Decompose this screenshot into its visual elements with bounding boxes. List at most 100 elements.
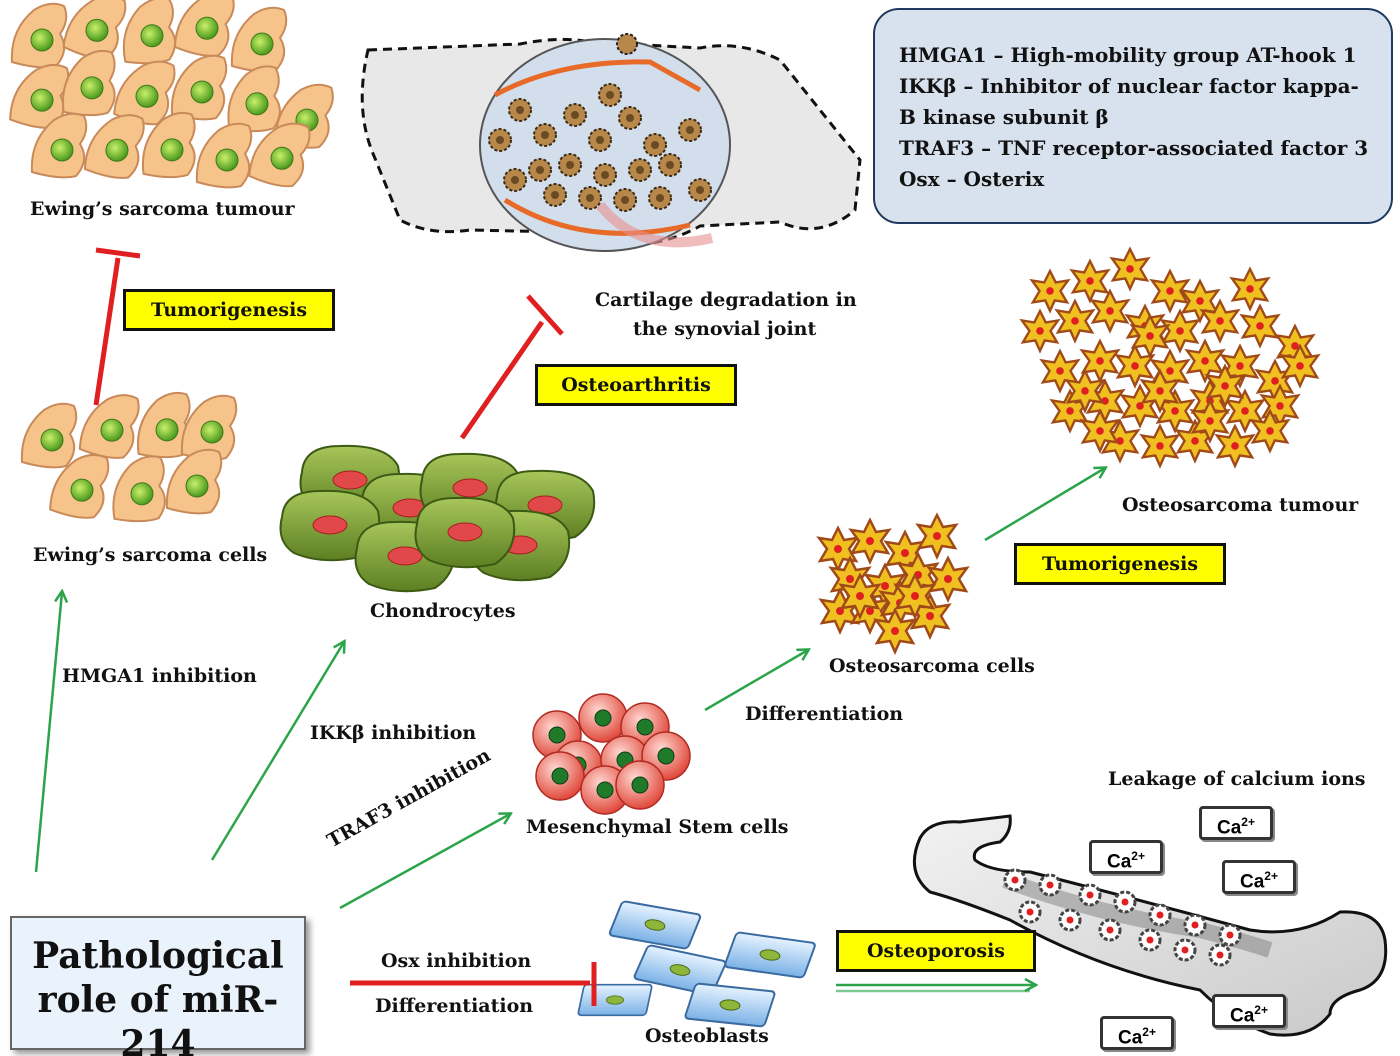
osteoblast-cell [683, 981, 777, 1029]
activation-arrows [34, 468, 1105, 993]
msc-cell [535, 751, 585, 801]
legend-ikkb-cont: B kinase subunit β [899, 105, 1109, 129]
osteosarcoma-tumour-cell [1230, 267, 1270, 311]
osteosarcoma-tumour-illustration [1020, 247, 1320, 468]
synovial-joint-illustration [360, 33, 862, 252]
arrow-to-osteosarcoma-cells [704, 650, 808, 712]
cartilage-cell [648, 186, 672, 210]
inhibit-cartilage [459, 320, 545, 440]
ewing-tumour-cell [10, 2, 68, 69]
chondrocytes-label: Chondrocytes [370, 600, 516, 622]
osteosarcoma-tumour-cell [1240, 304, 1280, 348]
calcium-ion-badge: Ca2+ [1100, 1016, 1174, 1050]
arrow-to-chondrocytes [210, 642, 344, 861]
osteosarcoma-tumour-cell [1185, 339, 1225, 383]
osteosarcoma-cells-illustration [817, 513, 969, 654]
arrow-to-msc [339, 814, 510, 910]
osteosarcoma-tumour-cell [1030, 269, 1070, 313]
differentiation-msc-label: Differentiation [745, 703, 904, 725]
cartilage-cell [503, 168, 527, 192]
abbreviation-legend: HMGA1 – High-mobility group AT-hook 1 IK… [873, 8, 1393, 224]
ikkb-inhibition-label: IKKβ inhibition [310, 722, 477, 744]
ewing-tumour-cell [195, 122, 253, 189]
legend-traf3: TRAF3 – TNF receptor-associated factor 3 [899, 136, 1369, 160]
chondrocyte-cell [414, 496, 516, 569]
osteoblast-cell [723, 930, 817, 980]
osteosarcoma-tumour-cell [1020, 309, 1060, 353]
ewing-tumour-cell [173, 0, 236, 59]
osteosarcoma-tumour-label: Osteosarcoma tumour [1122, 494, 1359, 516]
cartilage-cell [678, 118, 702, 142]
cartilage-cell [628, 158, 652, 182]
cartilage-cell [618, 106, 642, 130]
ewing-tumour-cell [83, 110, 146, 181]
bone-cell-nucleus [1226, 931, 1234, 939]
cartilage-cell [488, 128, 512, 152]
cartilage-cell [613, 188, 637, 212]
bone-cell-nucleus [1026, 908, 1034, 916]
bone-cell-nucleus [1216, 951, 1224, 959]
arrow-to-osteosarcoma-tumour [984, 468, 1105, 542]
cartilage-label-line2: the synovial joint [633, 318, 817, 340]
cartilage-cell [558, 153, 582, 177]
osx-inhibition-label: Osx inhibition [381, 950, 532, 972]
chondrocytes-illustration [279, 444, 596, 593]
cartilage-cell [528, 158, 552, 182]
mesenchymal-stem-cells-illustration [532, 693, 691, 815]
differentiation-osteoblast-label: Differentiation [375, 995, 534, 1017]
ewing-sarcoma-tumour-illustration [8, 0, 335, 190]
cartilage-cell [643, 133, 667, 157]
legend-ikkb: IKKβ – Inhibitor of nuclear factor kappa… [899, 74, 1359, 98]
ewing-tumour-cell [230, 6, 288, 73]
msc-cell [615, 760, 665, 810]
inhibit-ewing-tumour [93, 257, 121, 406]
osteosarcoma-tumour-cell [1110, 247, 1150, 291]
bone-cell-nucleus [1066, 916, 1074, 924]
cartilage-cell [593, 163, 617, 187]
inhibit-cartilage-bar [526, 294, 564, 336]
calcium-ion-badge: Ca2+ [1089, 840, 1163, 874]
ewing-cell [78, 390, 141, 461]
inhibition-arrows [93, 247, 597, 1006]
osteosarcoma-tumour-cell [1090, 289, 1130, 333]
legend-osx: Osx – Osterix [899, 167, 1045, 191]
bone-cell-nucleus [1046, 881, 1054, 889]
osteosarcoma-tumour-cell [1160, 309, 1200, 353]
osteosarcoma-cells-label: Osteosarcoma cells [829, 655, 1035, 677]
cartilage-cell [658, 153, 682, 177]
osteoblasts-illustration [576, 898, 817, 1029]
calcium-ion-badge: Ca2+ [1222, 860, 1296, 894]
ewing-cells-label: Ewing’s sarcoma cells [33, 544, 268, 566]
msc-label: Mesenchymal Stem cells [526, 816, 789, 838]
cartilage-cell [598, 83, 622, 107]
osteoarthritis-box: Osteoarthritis [535, 364, 737, 406]
calcium-ion-badge: Ca2+ [1212, 994, 1286, 1028]
ewing-cell [165, 448, 223, 515]
cartilage-cell [563, 103, 587, 127]
ewing-cell [20, 402, 78, 469]
main-title-box: Pathological role of miR-214 [10, 916, 306, 1056]
tumorigenesis-osteosarcoma-box: Tumorigenesis [1014, 543, 1226, 585]
cartilage-cell [588, 128, 612, 152]
ewing-cell [107, 454, 170, 526]
bone-cell-nucleus [1146, 936, 1154, 944]
bone-cell-nucleus [1191, 921, 1199, 929]
bone-illustration [912, 814, 1388, 1037]
inhibit-ewing-tumour-bar [95, 247, 141, 259]
ewing-tumour-cell [116, 0, 181, 68]
ewing-tumour-cell [170, 54, 228, 121]
bone-cell-nucleus [1181, 946, 1189, 954]
bone-cell-nucleus [1121, 898, 1129, 906]
bone-cell-nucleus [1011, 876, 1019, 884]
ewing-tumour-cell [58, 49, 120, 119]
osteosarcoma-tumour-cell [1140, 424, 1180, 468]
arrow-to-ewing-cells [34, 592, 62, 873]
osteosarcoma-tumour-cell [1055, 299, 1095, 343]
osteosarcoma-cell [849, 518, 891, 564]
osteoporosis-box: Osteoporosis [836, 930, 1036, 972]
calcium-ion-badge: Ca2+ [1199, 806, 1273, 840]
bone-cell-nucleus [1086, 891, 1094, 899]
cartilage-cell [508, 98, 532, 122]
